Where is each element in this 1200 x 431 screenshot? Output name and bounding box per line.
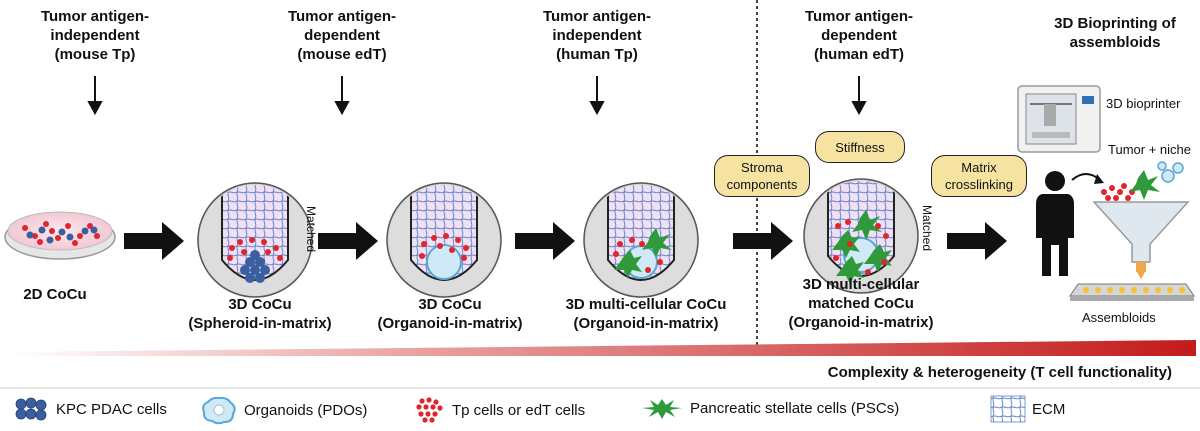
legend-ecm: ECM [990, 395, 1065, 423]
organoid-icon [202, 396, 236, 425]
header-human-tp: Tumor antigen- independent (human Tp) [542, 8, 652, 63]
multicellular-well-icon [583, 182, 699, 298]
bioprinter-label: 3D bioprinter [1106, 96, 1181, 111]
legend-label: Organoids (PDOs) [244, 401, 368, 419]
complexity-gradient [10, 340, 1196, 356]
header-human-edt: Tumor antigen- dependent (human edT) [804, 8, 914, 63]
ecm-icon [990, 395, 1026, 423]
funnel-icon [1092, 201, 1190, 279]
stage-2d-cocu: 2D CoCu [23, 286, 87, 303]
legend-organoids: Organoids (PDOs) [200, 395, 367, 425]
matched-well-icon [803, 178, 919, 294]
gradient-label: Complexity & heterogeneity (T cell funct… [827, 364, 1172, 381]
t-cells-icon [416, 397, 443, 423]
assembloids-label: Assembloids [1082, 310, 1156, 325]
legend-label: Tp cells or edT cells [452, 401, 586, 419]
legend-t-cells: Tp cells or edT cells [412, 395, 585, 425]
stroma-components-pill: Stroma components [714, 155, 810, 197]
assembloid-plate-icon [1069, 283, 1195, 301]
legend-label: ECM [1032, 400, 1066, 418]
legend-kpc: KPC PDAC cells [12, 395, 167, 423]
human-icon [1036, 171, 1074, 276]
spheroid-well-icon [197, 182, 313, 298]
legend-label: Pancreatic stellate cells (PSCs) [690, 399, 900, 417]
kpc-cells-icon [15, 397, 47, 421]
matrix-crosslinking-pill: Matrix crosslinking [931, 155, 1027, 197]
header-mouse-tp: Tumor antigen- independent (mouse Tp) [40, 8, 150, 63]
petri-dish-icon [4, 211, 116, 260]
psc-icon [642, 399, 682, 419]
stage-organoid: 3D CoCu (Organoid-in-matrix) [377, 296, 523, 332]
tumor-niche-label: Tumor + niche [1108, 142, 1191, 157]
bioprinter-icon [1017, 85, 1101, 153]
stage-multicellular: 3D multi-cellular CoCu (Organoid-in-matr… [565, 296, 727, 332]
tumor-niche-icon [1101, 161, 1184, 201]
legend-label: KPC PDAC cells [56, 400, 167, 418]
stage-matched: 3D multi-cellular matched CoCu (Organoid… [788, 276, 934, 331]
stiffness-pill: Stiffness [815, 131, 905, 163]
matched-label: Matched [304, 206, 318, 253]
down-arrow-icon [87, 76, 867, 116]
legend-psc: Pancreatic stellate cells (PSCs) [640, 395, 899, 421]
organoid-well-icon [386, 182, 502, 298]
matched-label: Matched [920, 205, 934, 252]
right-arrow-icon [124, 222, 1007, 260]
stage-spheroid: 3D CoCu (Spheroid-in-matrix) [188, 296, 332, 332]
header-bioprinting: 3D Bioprinting of assembloids [1054, 15, 1176, 51]
header-mouse-edt: Tumor antigen- dependent (mouse edT) [287, 8, 397, 63]
